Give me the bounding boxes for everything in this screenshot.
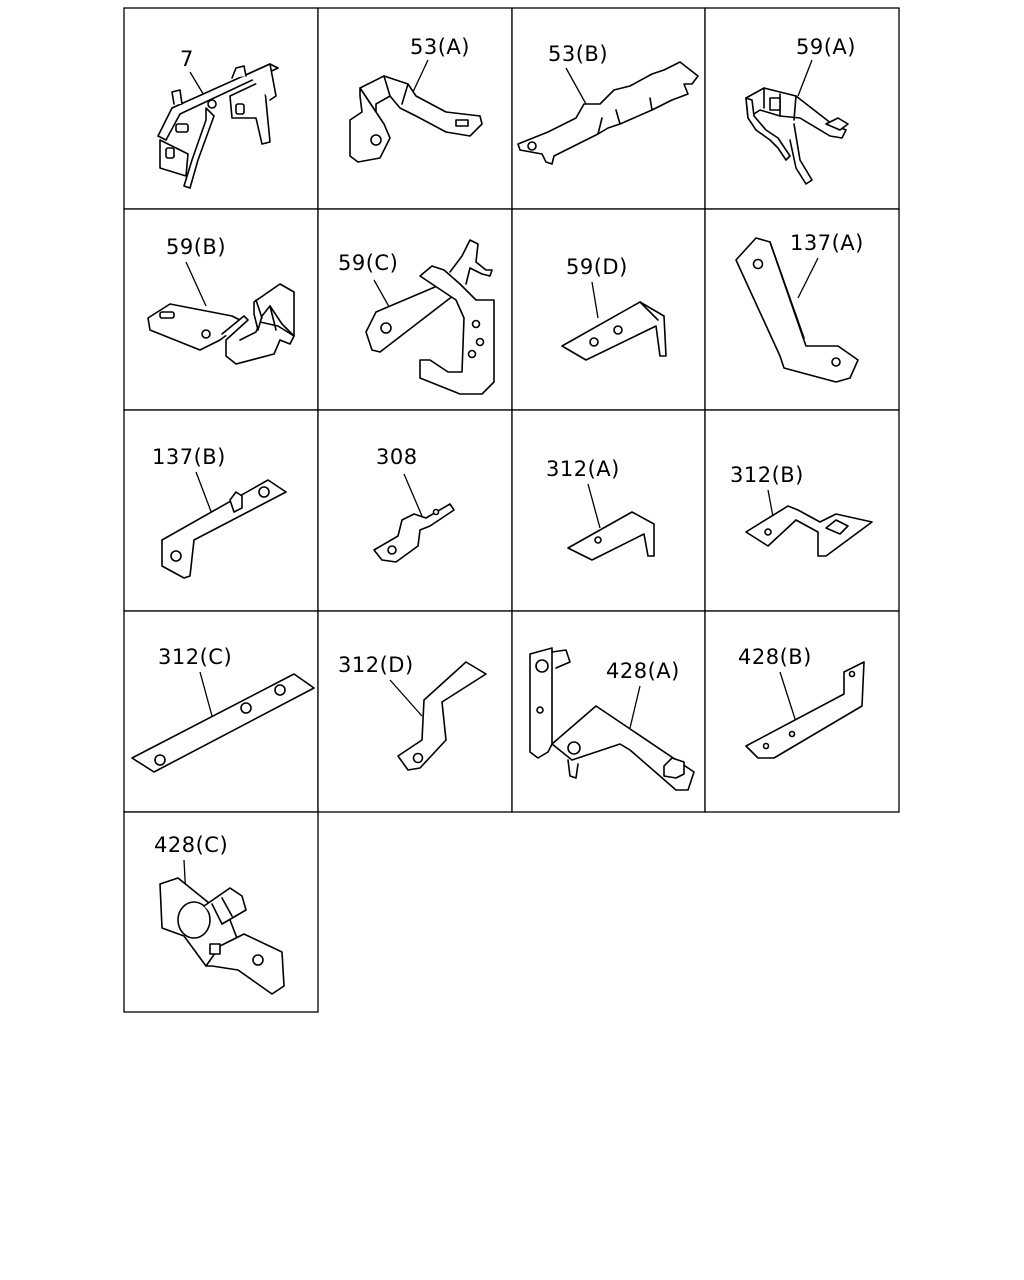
part-label-312b: 312(B) (730, 463, 804, 487)
flat-plate-icon (131, 673, 315, 773)
bolt-bracket-icon (529, 647, 695, 791)
part-label-59d: 59(D) (566, 255, 628, 279)
part-label-137b: 137(B) (152, 445, 226, 469)
part-53a[interactable]: 53(A) (349, 35, 483, 163)
stud-bracket-icon (159, 877, 285, 995)
part-59b[interactable]: 59(B) (147, 235, 295, 365)
stay-bracket-icon (157, 63, 279, 189)
part-label-7: 7 (180, 47, 194, 71)
part-312b[interactable]: 312(B) (730, 463, 873, 557)
part-label-53a: 53(A) (410, 35, 470, 59)
bent-stay-icon (735, 237, 859, 383)
part-label-312c: 312(C) (158, 645, 232, 669)
part-428a[interactable]: 428(A) (529, 647, 695, 791)
small-stay-icon (373, 503, 455, 563)
part-label-428c: 428(C) (154, 833, 228, 857)
part-label-53b: 53(B) (548, 42, 608, 66)
angle-bracket-icon (161, 479, 287, 579)
part-label-137a: 137(A) (790, 231, 864, 255)
angle-bracket-icon (561, 301, 667, 361)
part-59c[interactable]: 59(C) (338, 239, 495, 395)
part-312c[interactable]: 312(C) (131, 645, 315, 773)
part-label-59a: 59(A) (796, 35, 856, 59)
part-7[interactable]: 7 (157, 47, 279, 189)
part-label-308: 308 (376, 445, 418, 469)
part-label-59c: 59(C) (338, 251, 398, 275)
part-137b[interactable]: 137(B) (152, 445, 287, 579)
part-label-428a: 428(A) (606, 659, 680, 683)
part-312a[interactable]: 312(A) (546, 457, 655, 561)
part-59a[interactable]: 59(A) (745, 35, 856, 185)
bracket-icon (349, 75, 483, 163)
part-59d[interactable]: 59(D) (561, 255, 667, 361)
nut-bracket-icon (745, 505, 873, 557)
z-bracket-icon (397, 661, 487, 771)
stay-bracket-icon (365, 239, 495, 395)
part-428b[interactable]: 428(B) (738, 645, 865, 759)
holder-bracket-icon (745, 87, 849, 185)
part-label-59b: 59(B) (166, 235, 226, 259)
part-53b[interactable]: 53(B) (517, 42, 699, 165)
part-137a[interactable]: 137(A) (735, 231, 864, 383)
angle-bracket-icon (567, 511, 655, 561)
part-428c[interactable]: 428(C) (154, 833, 285, 995)
angle-bracket-icon (745, 661, 865, 759)
plate-icon (517, 61, 699, 165)
clip-bracket-icon (147, 283, 295, 365)
part-label-312a: 312(A) (546, 457, 620, 481)
part-label-312d: 312(D) (338, 653, 414, 677)
part-label-428b: 428(B) (738, 645, 812, 669)
part-308[interactable]: 308 (373, 445, 455, 563)
part-312d[interactable]: 312(D) (338, 653, 487, 771)
